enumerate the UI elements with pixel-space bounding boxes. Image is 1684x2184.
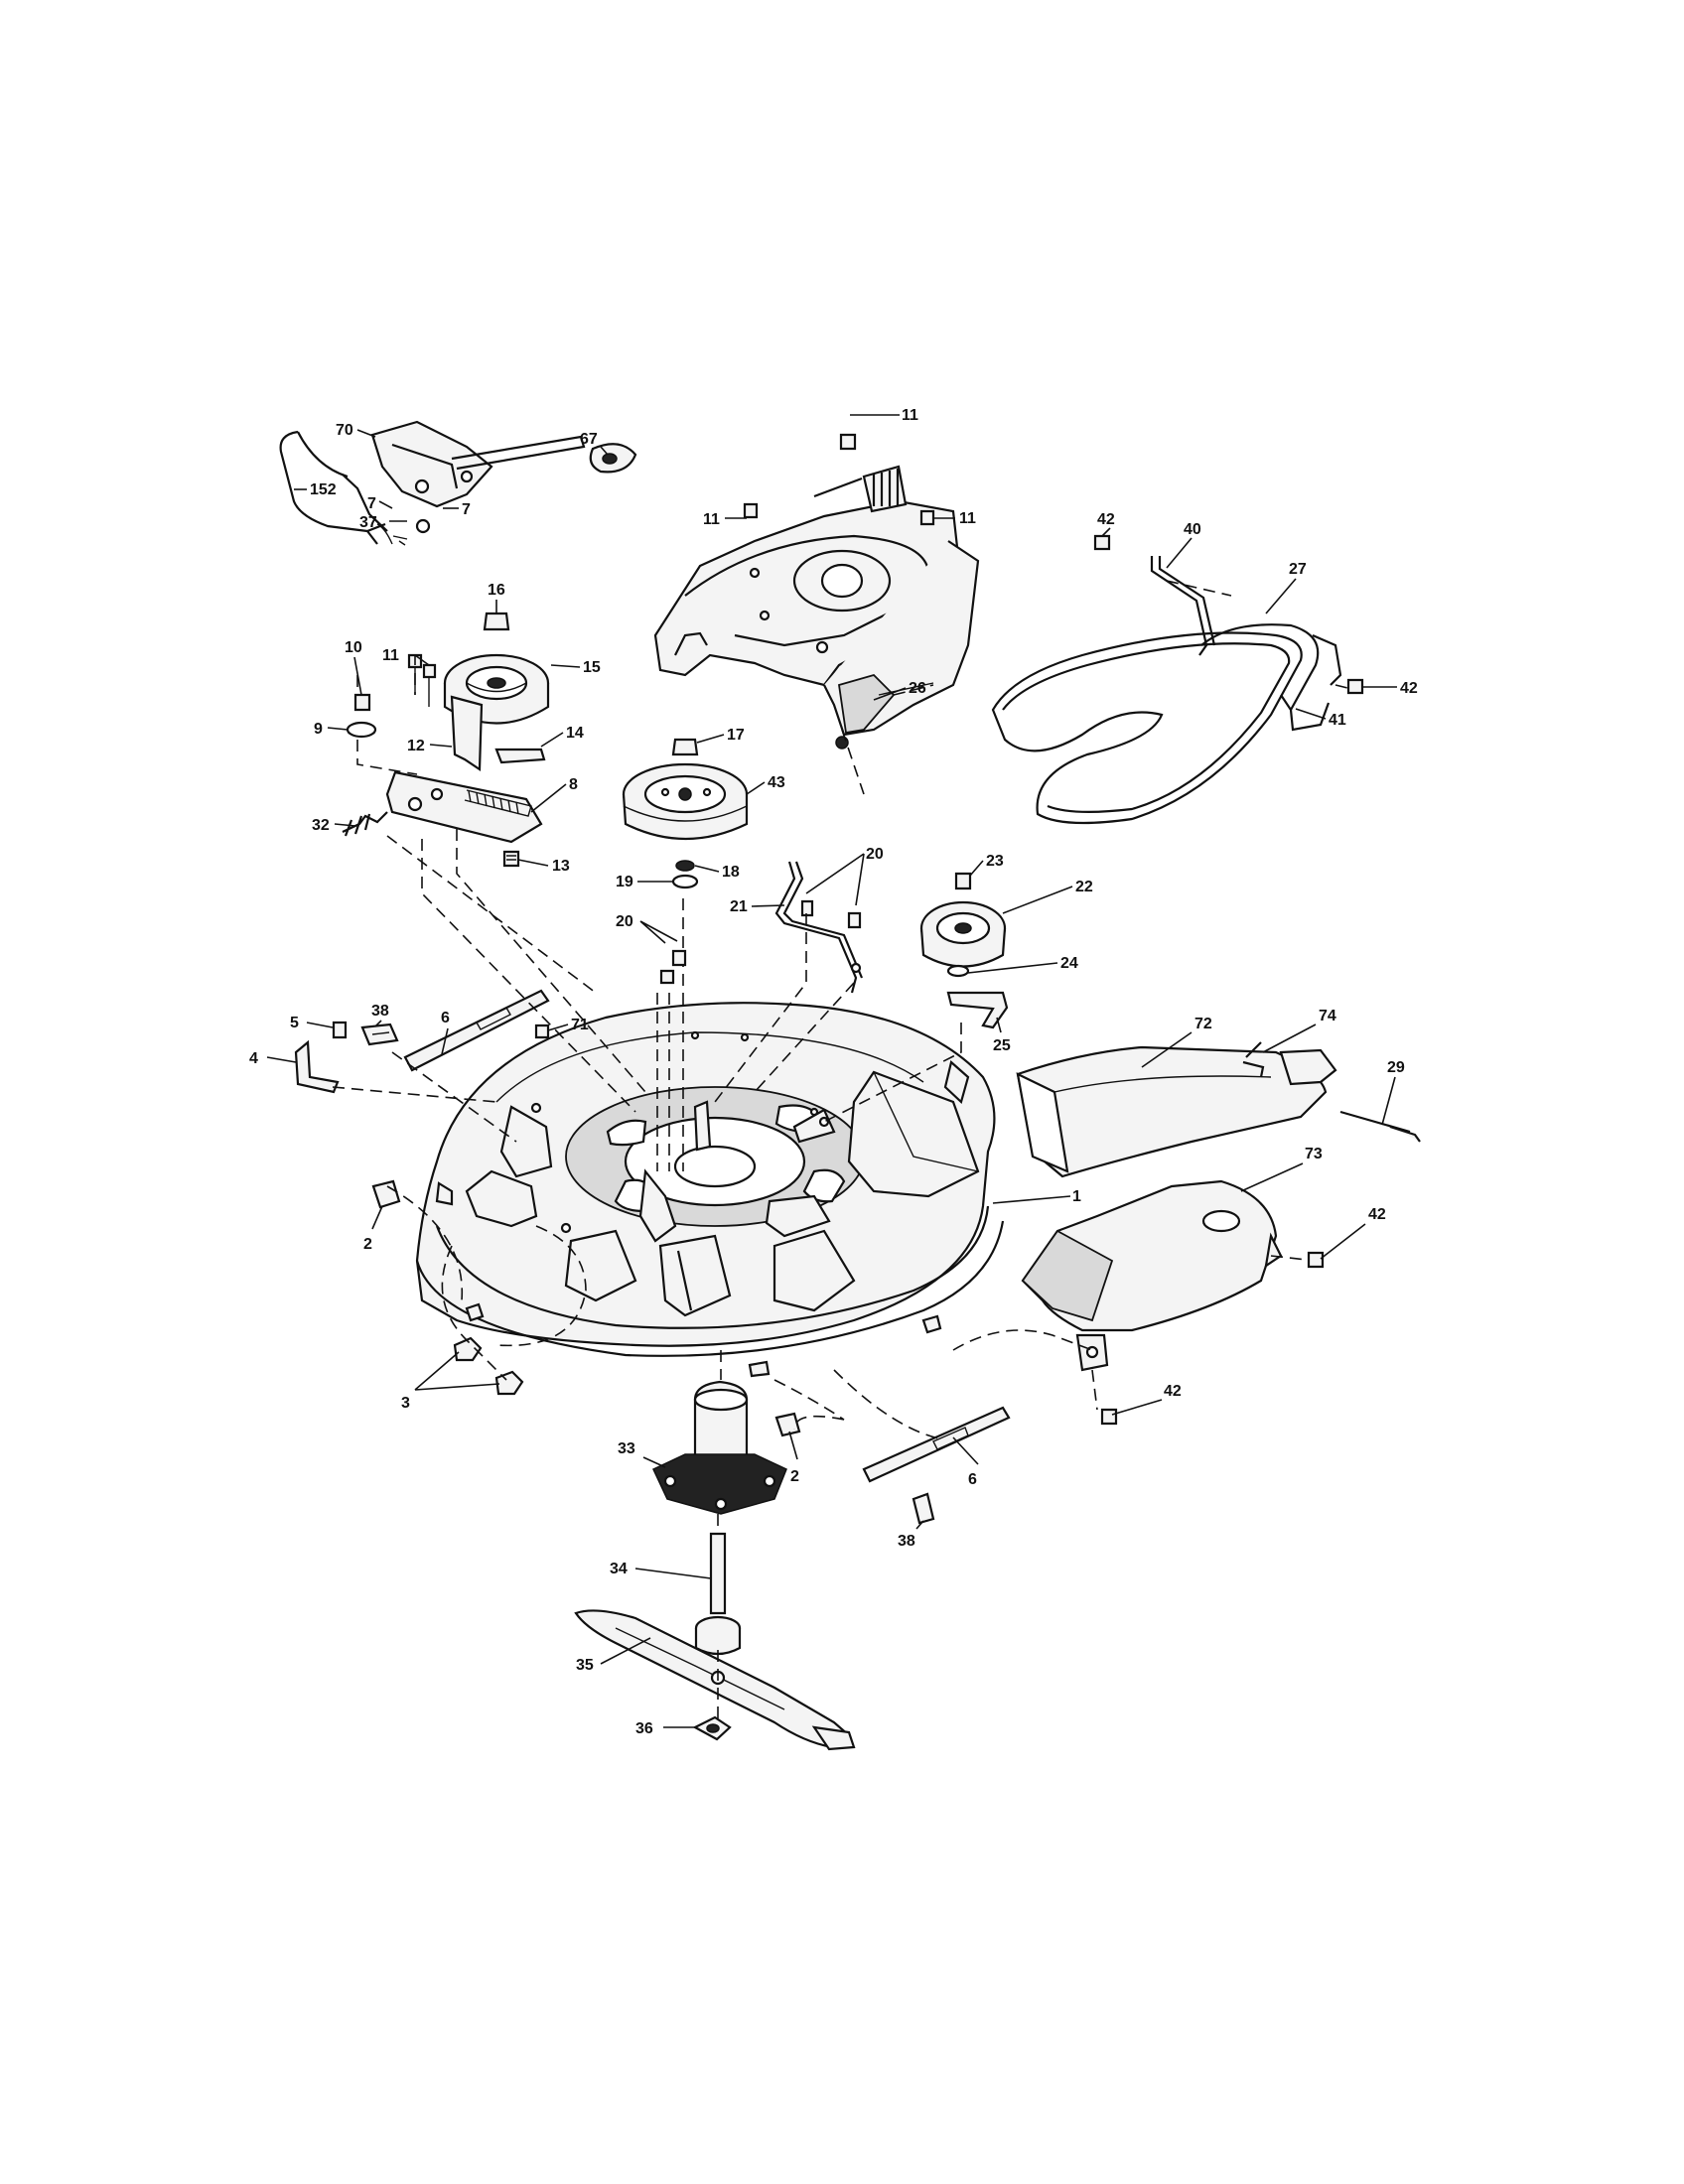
callout-33: 33 xyxy=(618,1440,635,1457)
callout-37: 37 xyxy=(359,514,377,531)
callout-152: 152 xyxy=(310,481,337,498)
callout-8: 8 xyxy=(569,776,578,793)
callout-27: 27 xyxy=(1289,561,1307,578)
deflector-73 xyxy=(1021,1179,1283,1372)
callout-19: 19 xyxy=(616,874,633,890)
callout-12: 12 xyxy=(407,738,425,754)
bracket-4 xyxy=(294,1021,348,1094)
callout-36: 36 xyxy=(635,1720,653,1737)
callout-2-b: 2 xyxy=(790,1468,799,1485)
callout-13: 13 xyxy=(552,858,570,875)
callout-23: 23 xyxy=(986,853,1004,870)
belt xyxy=(991,623,1320,825)
blade-35 xyxy=(574,1609,856,1751)
leader-lines xyxy=(266,414,1397,1728)
callout-7: 7 xyxy=(367,495,376,512)
callout-42-c: 42 xyxy=(1368,1206,1386,1223)
callout-73: 73 xyxy=(1305,1146,1323,1162)
callout-11-d: 11 xyxy=(382,647,399,664)
callout-15: 15 xyxy=(583,659,601,676)
idler-pulley-15 xyxy=(443,612,550,725)
spindle-shaft-34 xyxy=(694,1532,742,1656)
callout-26: 26 xyxy=(909,680,926,697)
callout-10: 10 xyxy=(345,639,362,656)
callout-11: 11 xyxy=(902,407,918,424)
callout-18: 18 xyxy=(722,864,740,881)
belt-guide-21 xyxy=(774,861,864,994)
lift-lever-assembly xyxy=(279,420,637,546)
callout-25: 25 xyxy=(993,1037,1011,1054)
callout-17: 17 xyxy=(727,727,745,744)
callout-20: 20 xyxy=(616,913,633,930)
callout-42-d: 42 xyxy=(1164,1383,1182,1400)
callout-43: 43 xyxy=(768,774,785,791)
callout-9: 9 xyxy=(314,721,323,738)
callout-3: 3 xyxy=(401,1395,410,1412)
callout-11-c: 11 xyxy=(959,510,976,527)
callout-labels: 70 67 7 7 152 37 11 11 11 11 42 40 27 42… xyxy=(249,407,1418,1737)
callout-20-b: 20 xyxy=(866,846,884,863)
assembly-lines xyxy=(332,580,1356,1722)
callout-38-b: 38 xyxy=(898,1533,915,1550)
callout-4: 4 xyxy=(249,1050,258,1067)
callout-34: 34 xyxy=(610,1561,628,1577)
callout-41: 41 xyxy=(1329,712,1346,729)
mower-deck xyxy=(415,1002,1005,1378)
callout-42-b: 42 xyxy=(1400,680,1418,697)
callout-6-b: 6 xyxy=(968,1471,977,1488)
idler-pulley-22 xyxy=(919,872,1009,1029)
callout-21: 21 xyxy=(730,898,748,915)
axles-2 xyxy=(371,1179,801,1437)
callout-11-b: 11 xyxy=(703,511,720,528)
spindle-housing-33 xyxy=(652,1380,787,1515)
callout-29: 29 xyxy=(1387,1059,1405,1076)
callout-2: 2 xyxy=(363,1236,372,1253)
callout-32: 32 xyxy=(312,817,330,834)
callout-6: 6 xyxy=(441,1010,450,1026)
callout-42: 42 xyxy=(1097,511,1115,528)
discharge-chute-72 xyxy=(1016,1045,1411,1178)
callout-40: 40 xyxy=(1184,521,1201,538)
idler-bracket xyxy=(342,653,546,868)
callout-14: 14 xyxy=(566,725,584,742)
fasteners xyxy=(659,433,1421,1426)
callout-22: 22 xyxy=(1075,879,1093,895)
callout-1: 1 xyxy=(1072,1188,1081,1205)
callout-16: 16 xyxy=(488,582,505,599)
callout-72: 72 xyxy=(1194,1016,1212,1032)
callout-5: 5 xyxy=(290,1015,299,1031)
callout-7-b: 7 xyxy=(462,501,471,518)
callout-71: 71 xyxy=(571,1017,589,1033)
callout-74: 74 xyxy=(1319,1008,1336,1024)
callout-24: 24 xyxy=(1060,955,1078,972)
belt-cover xyxy=(653,465,980,750)
rear-stabilizer-6b xyxy=(862,1406,1011,1525)
callout-70: 70 xyxy=(336,422,353,439)
callout-35: 35 xyxy=(576,1657,594,1674)
belt-guide-40 xyxy=(1150,556,1216,656)
callout-67: 67 xyxy=(580,431,598,448)
callout-38: 38 xyxy=(371,1003,389,1020)
nuts-3 xyxy=(453,1336,524,1396)
